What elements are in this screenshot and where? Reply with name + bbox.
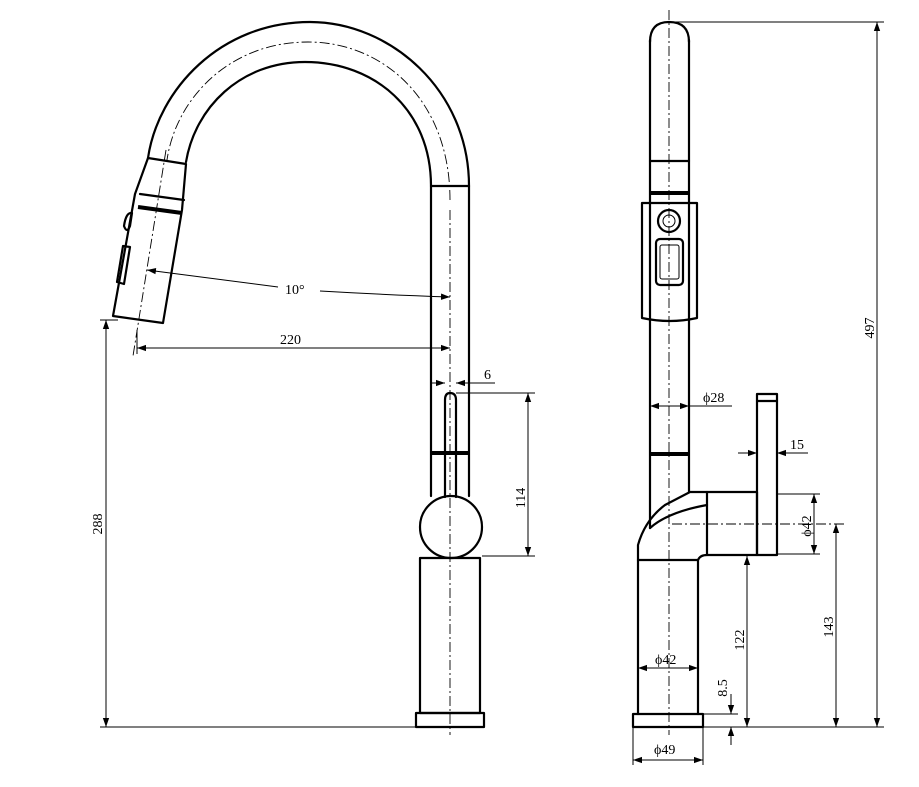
- reach-220-label: 220: [280, 333, 301, 348]
- front-gooseneck-centerline: [166, 41, 451, 201]
- front-view: [111, 20, 486, 735]
- angle-10-label: 10°: [285, 283, 305, 298]
- front-spray-axis: [132, 149, 167, 357]
- side-handle-plate: [755, 392, 779, 557]
- front-handle-hub: [418, 494, 484, 560]
- handle-42-label: ϕ42: [800, 515, 815, 536]
- side-base-plate: [631, 712, 705, 729]
- side-spray-button-rect: [654, 237, 685, 287]
- front-handle-lever: [443, 391, 458, 499]
- base-49-label: ϕ49: [654, 743, 675, 758]
- offset-6-label: 6: [484, 368, 491, 383]
- body-42-label: ϕ42: [655, 653, 676, 668]
- side-spout-top: [648, 20, 691, 44]
- height-122-label: 122: [733, 630, 748, 651]
- height-114-label: 114: [514, 488, 529, 508]
- side-body-elbow-inner: [648, 503, 709, 530]
- side-spray-button-rect-inner: [659, 244, 680, 280]
- front-gooseneck-inner: [184, 60, 433, 188]
- side-view: [631, 10, 845, 735]
- height-143-label: 143: [822, 617, 837, 638]
- front-body: [418, 556, 482, 715]
- side-body-elbow: [636, 490, 759, 562]
- base-85-label: 8.5: [716, 679, 731, 697]
- angle-10-line-left: [146, 268, 279, 288]
- front-spray-button-lower: [115, 244, 132, 286]
- front-dimensions: 10° 220 6 114 288: [91, 268, 535, 728]
- side-spray-head: [640, 201, 699, 323]
- front-spray-button-upper: [122, 211, 134, 232]
- front-spray-head-band: [137, 205, 183, 215]
- spout-dia-28-label: ϕ28: [703, 391, 724, 406]
- side-dimensions: ϕ28 15 ϕ42 122 143 497 ϕ42 8.5 ϕ49: [632, 21, 884, 765]
- front-gooseneck-outer: [146, 20, 471, 188]
- front-spray-head: [111, 156, 188, 325]
- angle-10-line-right: [319, 290, 451, 300]
- front-spray-head-joint: [138, 192, 186, 202]
- height-288-label: 288: [91, 514, 106, 535]
- height-497-label: 497: [863, 318, 878, 339]
- handle-15-label: 15: [790, 438, 804, 453]
